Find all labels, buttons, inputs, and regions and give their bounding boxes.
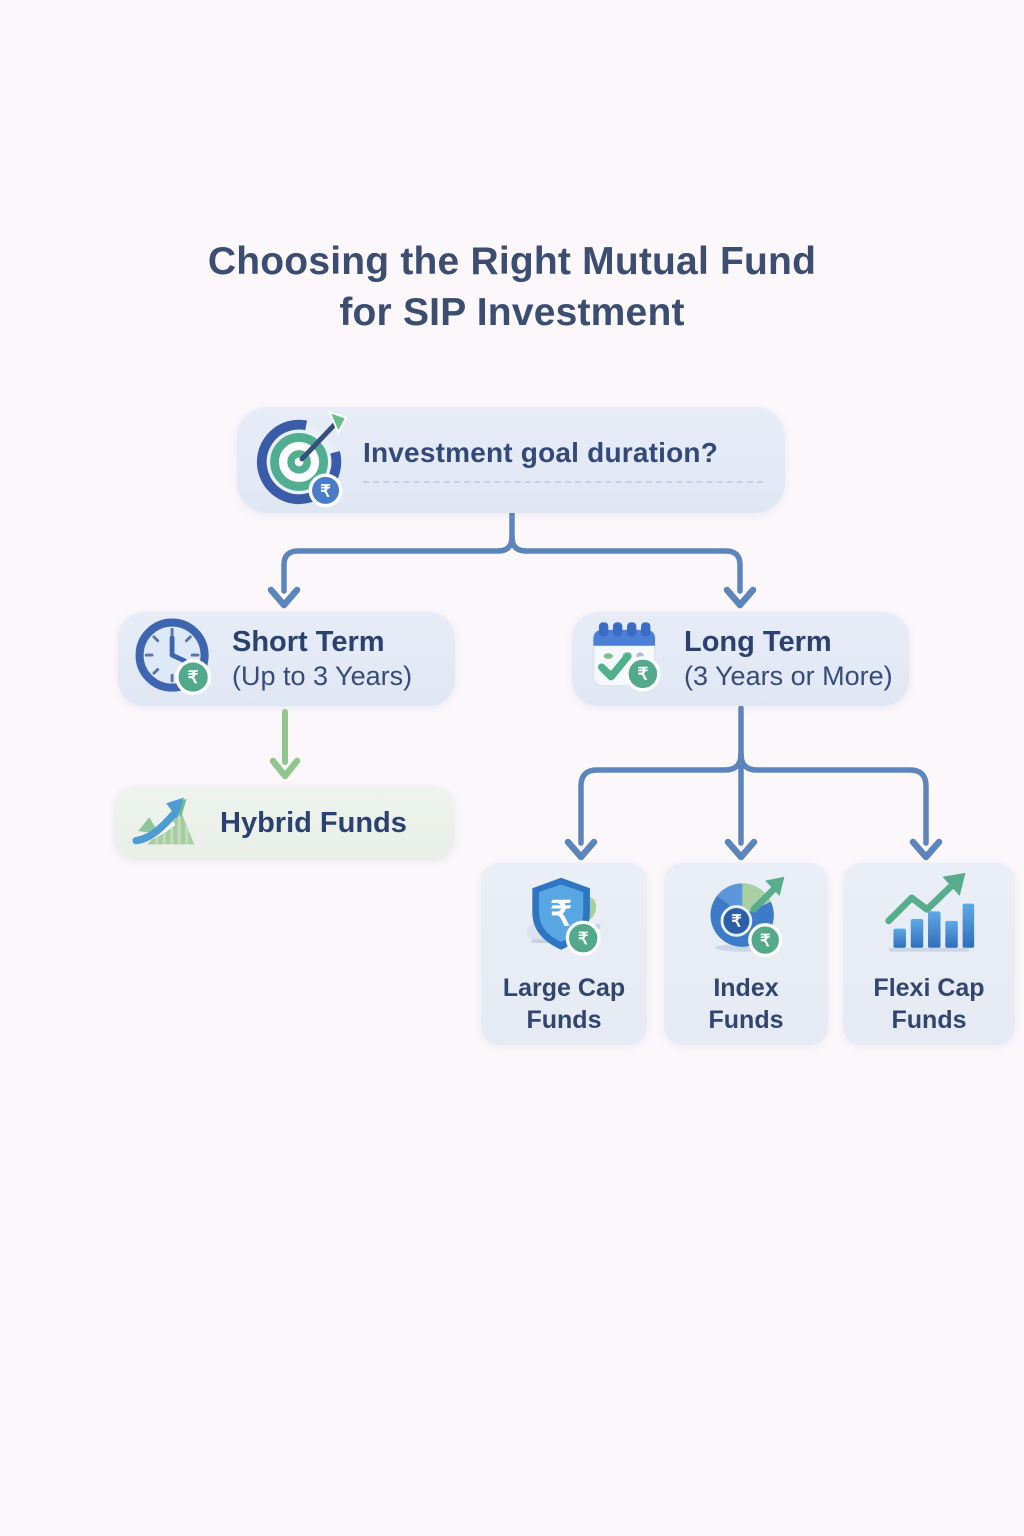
calendar-icon-wrap: ₹ [584, 614, 670, 705]
bar-chart-growth-icon [885, 872, 975, 952]
index-funds-label: Index Funds [708, 974, 784, 1034]
clock-icon-wrap: ₹ [130, 613, 218, 706]
rupee-badge-icon: ₹ [308, 472, 343, 507]
root-question-label: Investment goal duration? [363, 437, 719, 468]
target-goal-icon-wrap: ₹ [251, 407, 353, 514]
svg-text:₹: ₹ [731, 913, 741, 931]
dashed-divider [363, 481, 763, 483]
flexi-cap-funds-card: Flexi Cap Funds [843, 863, 1015, 1045]
rupee-badge-icon: ₹ [625, 655, 661, 691]
long-to-flexicap-connector [738, 751, 929, 846]
long-to-largecap-arrowhead-icon [564, 838, 598, 861]
svg-text:₹: ₹ [638, 664, 649, 683]
long-term-text-block: Long Term (3 Years or More) [684, 624, 893, 694]
growth-trend-icon [132, 797, 195, 845]
long-to-index-arrowhead-icon [724, 838, 758, 861]
page-title-line-1: Choosing the Right Mutual Fund [207, 240, 817, 283]
hybrid-funds-label: Hybrid Funds [220, 806, 407, 839]
svg-text:₹: ₹ [550, 896, 572, 934]
svg-text:₹: ₹ [320, 481, 331, 500]
long-term-node: ₹ Long Term (3 Years or More) [572, 612, 909, 706]
pie-chart-rupee-icon: ₹ ₹ [710, 876, 785, 958]
shield-rupee-icon: ₹ ₹ [526, 877, 601, 956]
large-cap-funds-label: Large Cap Funds [502, 974, 626, 1034]
root-to-long-arrowhead-icon [723, 586, 757, 609]
page-title-line-2: for SIP Investment [339, 291, 685, 335]
shield-icon-wrap: ₹ ₹ [516, 871, 612, 972]
root-question-text-block: Investment goal duration? [363, 437, 785, 483]
rupee-badge-icon: ₹ [565, 920, 601, 956]
short-term-subtitle: (Up to 3 Years) [232, 661, 413, 692]
rupee-badge-icon: ₹ [748, 923, 783, 958]
root-to-long-connector [509, 534, 743, 594]
flexi-cap-funds-label: Flexi Cap Funds [873, 974, 985, 1034]
long-term-title: Long Term [684, 626, 832, 658]
short-term-text-block: Short Term (Up to 3 Years) [232, 624, 412, 694]
bar-chart-icon-wrap [881, 871, 977, 972]
short-term-node: ₹ Short Term (Up to 3 Years) [118, 612, 455, 706]
short-to-hybrid-arrowhead-icon [269, 757, 301, 780]
clock-rupee-icon: ₹ [135, 618, 212, 695]
root-question-node: ₹ Investment goal duration? [237, 407, 785, 513]
pie-chart-icon-wrap: ₹ ₹ [698, 871, 794, 972]
target-dart-rupee-icon: ₹ [256, 409, 348, 507]
long-to-flexicap-arrowhead-icon [909, 838, 943, 861]
svg-text:₹: ₹ [188, 666, 199, 686]
svg-text:₹: ₹ [760, 932, 770, 950]
root-to-short-arrowhead-icon [267, 586, 301, 609]
svg-text:₹: ₹ [578, 930, 588, 948]
growth-icon-wrap [132, 792, 204, 855]
long-term-subtitle: (3 Years or More) [684, 661, 893, 692]
short-term-title: Short Term [232, 626, 385, 658]
hybrid-funds-node: Hybrid Funds [114, 786, 455, 860]
rupee-badge-icon: ₹ [175, 658, 212, 695]
page-title: Choosing the Right Mutual Fund for SIP I… [0, 236, 1024, 339]
large-cap-funds-card: ₹ ₹ Large Cap Funds [481, 863, 647, 1045]
calendar-rupee-icon: ₹ [592, 621, 661, 691]
long-to-largecap-connector [578, 751, 744, 846]
index-funds-card: ₹ ₹ Index Funds [664, 863, 828, 1045]
